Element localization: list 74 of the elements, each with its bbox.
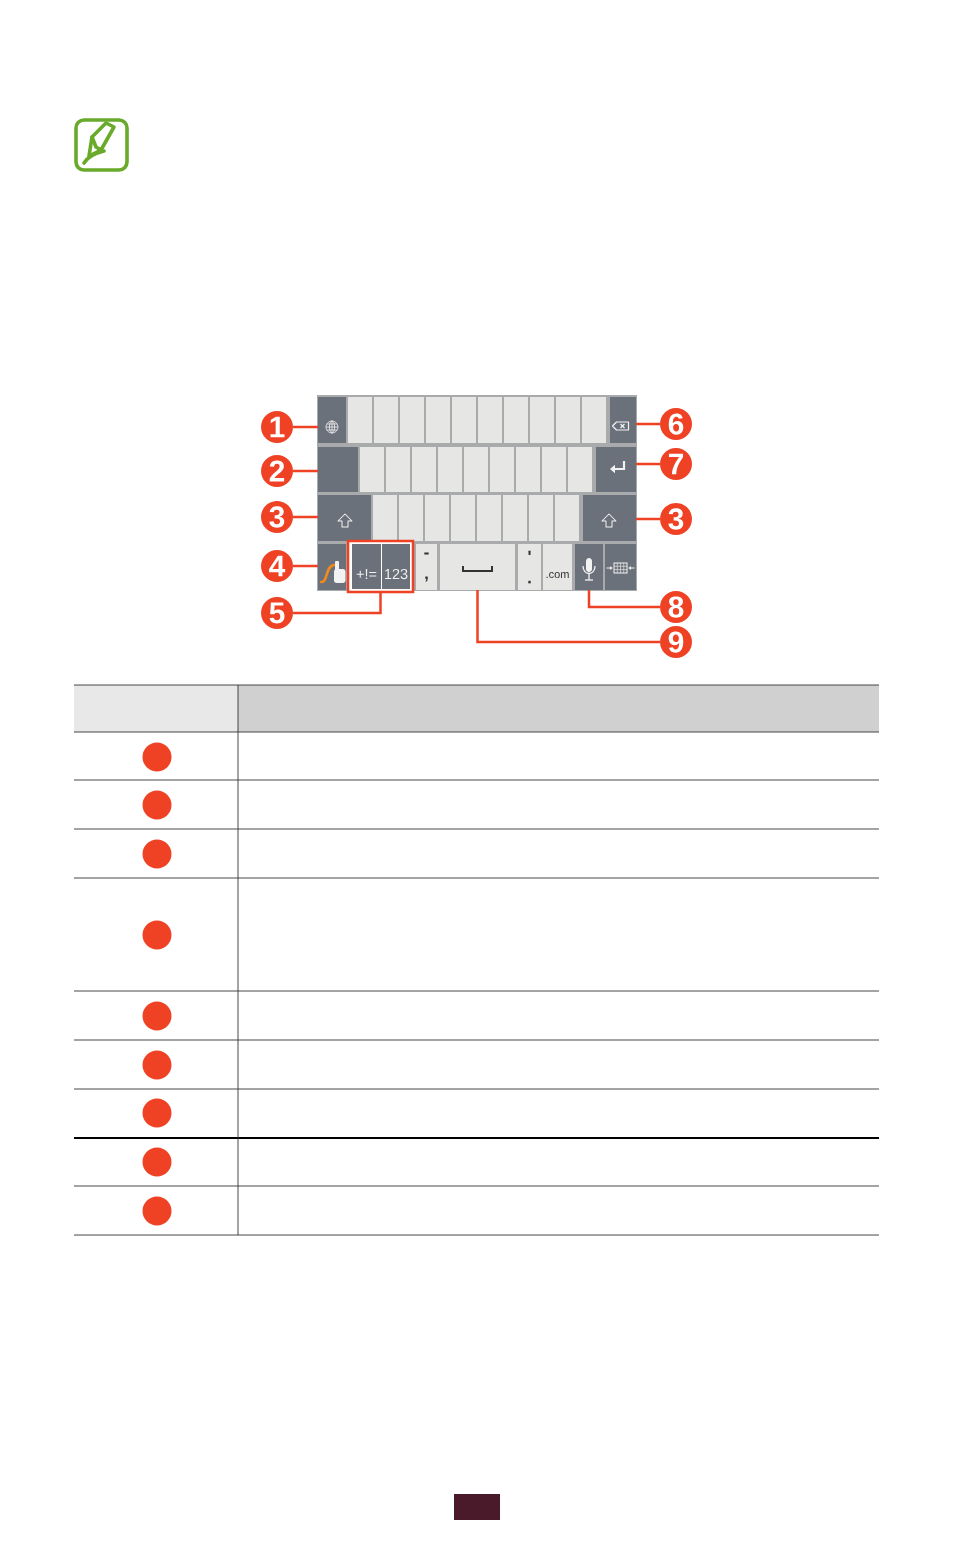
keyboard-key [583,495,636,541]
callout-number: 7 [660,448,692,480]
keyboard-key [400,397,424,443]
callout-dot [142,1196,172,1226]
callout-number: 3 [660,503,692,535]
node-label: 123 [385,568,408,580]
callout-dot [142,742,172,772]
keyboard-key [386,447,410,492]
callout-number: 6 [660,408,692,440]
keyboard-key [451,495,475,541]
keyboard-key [490,447,514,492]
callout-number: 8 [660,591,692,623]
callout-dot [142,790,172,820]
keyboard-key [529,495,553,541]
callout-number: 4 [261,550,293,582]
keyboard-key [555,495,579,541]
keyboard-key [556,397,580,443]
keyboard-key [503,495,527,541]
leader-line [293,515,318,519]
leader-line [587,590,660,609]
keyboard-key: ' . [518,544,541,590]
leader-line [293,469,318,473]
callout-number: 9 [660,626,692,658]
callout-dot [142,1147,172,1177]
leader-line [636,517,660,521]
keyboard-key: - , [416,544,437,590]
leader-line [293,564,318,568]
keyboard-key [373,495,397,541]
keyboard-key [360,447,384,492]
keyboard-key [426,397,450,443]
keyboard-key [318,447,358,492]
leader-line [293,592,382,615]
callout-number: 2 [261,455,293,487]
callout-dot [142,920,172,950]
keyboard-key [582,397,606,443]
keyboard-key [412,447,436,492]
keyboard-key [596,447,636,492]
node-label: . [528,580,531,584]
keyboard-key [530,397,554,443]
callout-number: 5 [261,597,293,629]
keyboard-key: 123 [382,544,410,589]
keyboard-key [464,447,488,492]
keyboard-key [399,495,423,541]
keyboard-key [348,397,372,443]
node-label: +!= [356,569,377,580]
leader-line [636,422,660,426]
keyboard-key [610,397,636,443]
keyboard-key [568,447,592,492]
node-label: ' [528,550,531,555]
keyboard-key [542,447,566,492]
callout-dot [142,1001,172,1031]
keyboard-key [374,397,398,443]
keyboard-key [575,544,603,590]
keyboard-key [504,397,528,443]
callout-number: 3 [261,501,293,533]
keyboard-key: +!= [352,544,381,589]
keyboard-key [477,495,501,541]
callout-dot [142,1050,172,1080]
keyboard-key [516,447,540,492]
leader-line [293,425,318,429]
keyboard-key [318,397,346,443]
keyboard-key [452,397,476,443]
leader-line [476,590,660,644]
keyboard-key [425,495,449,541]
leader-line [636,462,660,466]
keyboard-key [440,544,515,590]
callout-dot [142,839,172,869]
node-label: .com [546,572,569,579]
callout-dot [142,1098,172,1128]
callout-number: 1 [261,411,293,443]
keyboard-key [318,495,371,541]
keyboard-key: .com [543,544,572,590]
keyboard-key [438,447,462,492]
keyboard-key [478,397,502,443]
